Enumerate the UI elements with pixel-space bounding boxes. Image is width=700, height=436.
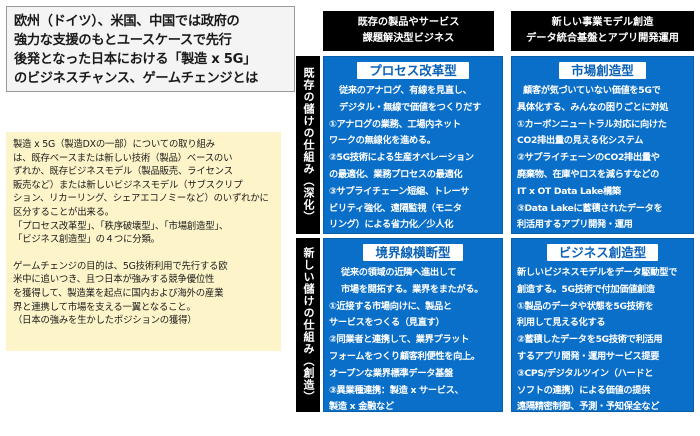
column-header-line: 新しい事業モデル創造 [551, 17, 654, 28]
cell-process-reform: プロセス改革型 従来のアナログ、有線を見直し、 デジタル・無線で価値をつくりだす… [323, 56, 503, 234]
cell-line: ③異業種連携：製造 x サービス、 [329, 384, 464, 396]
description-box: 製造 x 5G（製造DXの一部）についての取り組み は、既存ベースまたは新しい技… [6, 132, 281, 351]
cell-line: ①アナログの業務、工場内ネット [329, 118, 461, 130]
cell-line: ①近接する市場向けに、製品と [329, 300, 452, 312]
cell-line: オープンな業界標準データ基盤 [329, 367, 453, 379]
cell-line: 市場を開拓する。業界をまたがる。 [341, 283, 484, 295]
desc-line: （日本の強みを生かしたポジションの獲得） [13, 315, 197, 327]
desc-line: ずれか、既存ビジネスモデル（製品販売、ライセンス [13, 166, 233, 178]
cell-line: 従来の領域の近隣へ進出して [341, 267, 457, 278]
cell-line: デジタル・無線で価値をつくりだす [339, 101, 482, 113]
cell-line: ③CPS/デジタルツイン（ハードと [517, 367, 654, 379]
cell-line: ②5G技術による生産オペレーション [329, 152, 474, 164]
cell-line: 新しいビジネスモデルをデータ駆動型で [517, 267, 677, 278]
cell-line: 利用して見える化する [517, 317, 606, 329]
desc-line: 米中に追いつき、且つ日本が強みする競争優位性 [13, 274, 215, 286]
cell-line: CO2排出量の見える化システム [517, 135, 644, 147]
title-line: のビジネスチャンス、ゲームチェンジとは [14, 71, 259, 86]
column-header-line: 課題解決型ビジネス [362, 33, 455, 44]
desc-line: 界と連携して市場を支える一翼となること。 [13, 301, 196, 313]
cell-line: 具体化する、みんなの困りごとに対処 [517, 101, 669, 113]
cell-line: ②サプライチェーンのCO2排出量や [517, 152, 660, 164]
cell-line: ③サプライチェーン短縮、トレーサ [329, 185, 470, 197]
cell-line: の最適化、業務プロセスの最適化 [329, 168, 463, 180]
paragraph-gap [13, 247, 274, 260]
column-header-existing: 既存の製品やサービス 課題解決型ビジネス [323, 11, 494, 51]
cell-border-crossing: 境界線横断型 従来の領域の近隣へ進出して 市場を開拓する。業界をまたがる。 ①近… [323, 238, 503, 412]
cell-line: フォームをつくり顧客利便性を向上。 [329, 350, 480, 362]
desc-line: を獲得して、製造業を起点に国内および海外の産業 [13, 287, 224, 299]
title-line: 強力な支援のもとユースケースで先行 [14, 33, 232, 48]
cell-line: 顧客が気づいていない価値を5Gで [523, 85, 661, 96]
cell-line: ②同業者と連携して、業界プラット [329, 334, 470, 346]
cell-line: 従来のアナログ、有線を見直し、 [339, 85, 472, 96]
cell-line: 遠隔精密制御、予測・予知保全など [517, 401, 660, 413]
cell-line: するアプリ開発・運用サービス提要 [517, 350, 660, 362]
desc-line: 区分することが出来る。 [13, 206, 114, 218]
desc-line: は、既存ベースまたは新しい技術（製品）ベースのい [13, 152, 233, 164]
cell-market-creation: 市場創造型 顧客が気づいていない価値を5Gで 具体化する、みんなの困りごとに対処… [511, 56, 694, 234]
cell-line: ②蓄積したデータを5G技術で利活用 [517, 334, 663, 346]
cell-line: IT x OT Data Lake構築 [517, 185, 621, 197]
cell-line: ソフトの連携）による価値の提供 [517, 384, 651, 396]
desc-line: 「プロセス改革型」、「秩序破壊型」、「市場創造型」、 [13, 220, 229, 232]
row-header-existing: 既存の儲けの仕組み（深化） [296, 56, 320, 234]
column-header-new: 新しい事業モデル創造 データ統合基盤とアプリ開発運用 [511, 11, 694, 51]
cell-title: ビジネス創造型 [546, 244, 659, 261]
desc-line: ゲームチェンジの目的は、5G技術利用で先行する欧 [13, 260, 228, 272]
cell-title: 境界線横断型 [363, 244, 463, 261]
column-header-line: データ統合基盤とアプリ開発運用 [526, 33, 679, 44]
cell-line: ①製品のデータや状態を5G技術を [517, 300, 654, 312]
cell-line: 廃棄物、在庫やロスを減らすなどの [517, 168, 660, 180]
cell-business-creation: ビジネス創造型 新しいビジネスモデルをデータ駆動型で 創造する。5G技術で付加価… [511, 238, 694, 412]
cell-line: ワークの無線化を進める。 [329, 135, 436, 147]
desc-line: 販売など）または新しいビジネスモデル（サブスクリプ [13, 179, 243, 191]
cell-line: 創造する。5G技術で付加価値創造 [517, 283, 655, 295]
desc-line: 「ビジネス創造型」の４つに分類。 [13, 234, 160, 246]
desc-line: ション、リカーリング、シェアエコノミーなど）のいずれかに [13, 193, 269, 205]
cell-title: プロセス改革型 [357, 62, 469, 79]
cell-line: リング）による省力化／少人化 [329, 219, 454, 231]
cell-line: サービスをつくる（見直す） [329, 317, 445, 329]
desc-line: 製造 x 5G（製造DXの一部）についての取り組み [13, 139, 215, 150]
cell-line: ビリティ強化、遠隔監視（モニタ [329, 202, 462, 214]
cell-title: 市場創造型 [559, 62, 646, 79]
row-header-new: 新しい儲けの仕組み（創造） [296, 238, 320, 412]
cell-line: 利活用するアプリ開発・運用 [517, 219, 633, 231]
title-line: 欧州（ドイツ）、米国、中国では政府の [14, 14, 240, 29]
title-line: 後発となった日本における「製造 x 5G」 [14, 52, 256, 67]
cell-line: 製造 x 金融など [329, 401, 394, 413]
title-box: 欧州（ドイツ）、米国、中国では政府の 強力な支援のもとユースケースで先行 後発と… [6, 6, 295, 92]
column-header-line: 既存の製品やサービス [357, 17, 460, 28]
cell-line: ①カーボンニュートラル対応に向けた [517, 118, 667, 130]
cell-line: ③Data Lakeに蓄積されたデータを [517, 202, 663, 214]
